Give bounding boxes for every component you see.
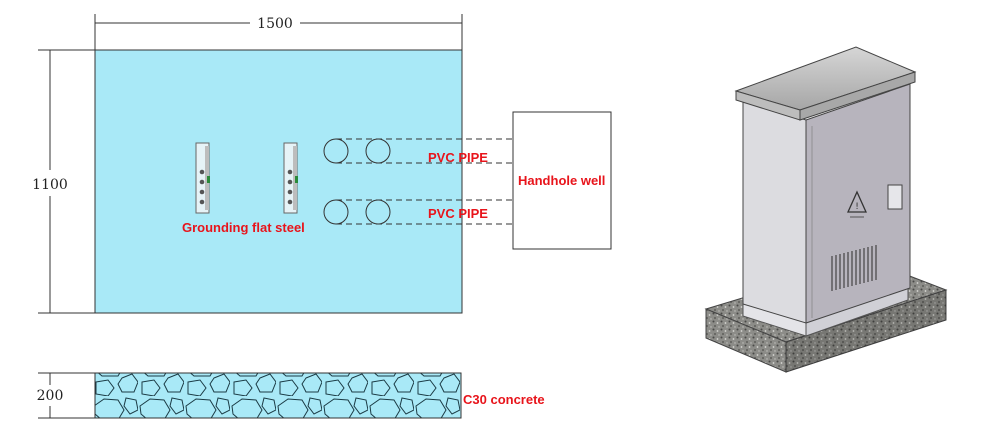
cabinet-illustration: ! <box>704 46 948 373</box>
c30-concrete-label: C30 concrete <box>463 392 545 407</box>
thickness-dimension-label: 200 <box>37 388 64 404</box>
pvc-pipe-label-top: PVC PIPE <box>428 150 488 165</box>
grounding-flat-steel-left <box>195 142 210 214</box>
height-dimension-label: 1100 <box>32 177 68 193</box>
grounding-flat-steel-right <box>283 142 298 214</box>
warning-triangle-icon: ! <box>846 190 868 218</box>
svg-text:!: ! <box>855 202 859 212</box>
width-dimension-label: 1500 <box>257 16 293 32</box>
handhole-well-box <box>512 111 612 250</box>
grounding-flat-steel-label: Grounding flat steel <box>182 220 305 235</box>
pvc-pipe-top <box>323 138 513 164</box>
door-handle <box>887 184 903 210</box>
pvc-pipe-label-bottom: PVC PIPE <box>428 206 488 221</box>
vent-louvers <box>831 245 877 291</box>
height-dimension: 1100 <box>32 49 95 314</box>
handhole-well-label: Handhole well <box>518 173 605 188</box>
pvc-pipe-bottom <box>323 199 513 225</box>
foundation-slab-plan <box>94 49 463 314</box>
cabinet-side <box>742 99 807 324</box>
concrete-base-right <box>785 289 947 373</box>
thickness-dimension: 200 <box>37 372 95 419</box>
foundation-section <box>94 372 462 419</box>
width-dimension: 1500 <box>94 14 463 50</box>
